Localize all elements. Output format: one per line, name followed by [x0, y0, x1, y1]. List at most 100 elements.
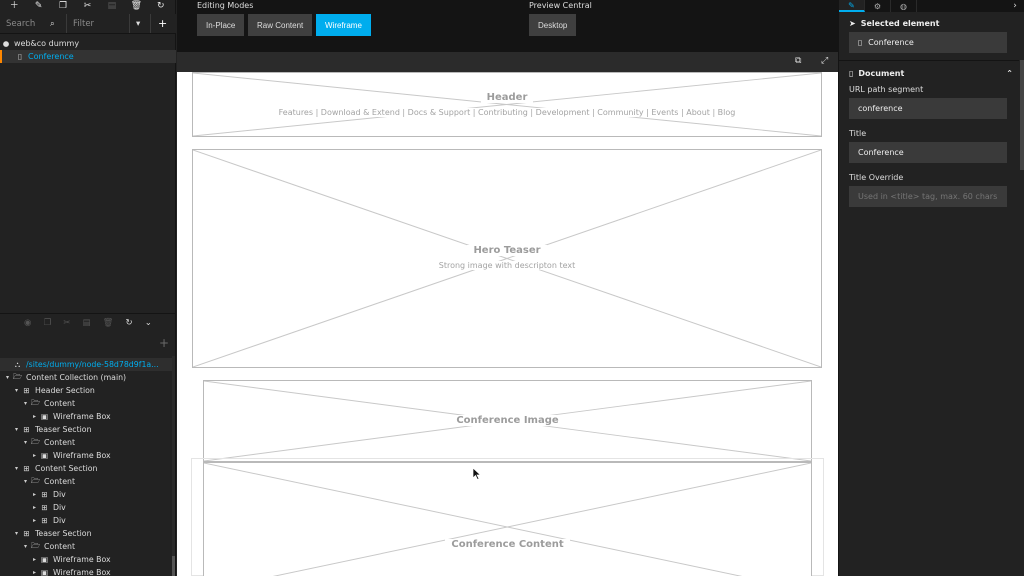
collapse-chevron-icon[interactable]: ⌄: [144, 317, 152, 328]
tree-node[interactable]: ▸⊞Div: [0, 501, 172, 514]
add-node-plus-icon[interactable]: +: [158, 17, 168, 30]
tree-node[interactable]: ▾⊞Teaser Section: [0, 423, 172, 436]
expand-arrow-icon[interactable]: ▸: [32, 569, 36, 576]
mode-inplace-button[interactable]: In-Place: [197, 14, 245, 36]
folder-open-icon: 🗁: [12, 372, 23, 381]
search-filter-row: Search ⌕ Filter ▾ +: [0, 14, 176, 34]
refresh-content-icon[interactable]: ↻: [125, 317, 133, 328]
collapse-arrow-icon[interactable]: ▾: [23, 543, 27, 550]
expand-arrow-icon[interactable]: ▸: [32, 491, 36, 498]
tree-node-label: Wireframe Box: [53, 555, 111, 564]
folder-open-icon: 🗁: [30, 476, 41, 485]
delete-icon[interactable]: 🗑: [130, 0, 143, 11]
tab-edit-pencil-icon[interactable]: ✎: [839, 0, 865, 12]
left-scrollbar[interactable]: [172, 356, 175, 576]
expand-arrow-icon[interactable]: ▸: [32, 517, 36, 524]
collapse-arrow-icon[interactable]: ▾: [23, 439, 27, 446]
copy-icon[interactable]: ❐: [59, 0, 68, 11]
tree-node[interactable]: ▸▣Wireframe Box: [0, 553, 172, 566]
tree-node[interactable]: ▾🗁Content: [0, 397, 172, 410]
paste-icon[interactable]: ▤: [107, 0, 117, 11]
collapse-chevron-up-icon[interactable]: ⌃: [1006, 68, 1013, 78]
selected-element-title: Selected element: [860, 18, 940, 28]
paste-content-icon[interactable]: ▤: [82, 317, 91, 328]
add-content-plus-icon[interactable]: +: [158, 336, 169, 350]
section-icon: ⊞: [23, 425, 30, 434]
title-override-input[interactable]: [849, 186, 1007, 207]
wireframe-hero-teaser[interactable]: Hero Teaser Strong image with descripton…: [192, 149, 822, 368]
mode-raw-content-button[interactable]: Raw Content: [248, 14, 313, 36]
content-structure-tree: ⛬/sites/dummy/node-58d78d9f1a...▾🗁Conten…: [0, 358, 172, 576]
open-external-icon[interactable]: ⧉: [795, 56, 802, 66]
collapse-arrow-icon[interactable]: ▾: [14, 530, 18, 537]
search-input[interactable]: Search: [6, 18, 36, 29]
expand-arrow-icon[interactable]: ▸: [32, 452, 36, 459]
create-node-icon[interactable]: ＋: [9, 0, 19, 11]
delete-content-icon[interactable]: 🗑: [102, 317, 114, 328]
selected-element-value: Conference: [868, 38, 914, 47]
left-panel: ＋ ✎ ❐ ✂ ▤ 🗑 ↻ Search ⌕ Filter ▾ + ● web&…: [0, 0, 176, 576]
cut-icon[interactable]: ✂: [83, 0, 92, 11]
document-icon: ▯: [17, 52, 23, 61]
collapse-inspector-chevron-icon[interactable]: ›: [1013, 1, 1017, 11]
edit-pencil-icon[interactable]: ✎: [34, 0, 43, 11]
tab-globe-icon[interactable]: ◍: [891, 0, 917, 12]
inspector-tabs: ✎ ⚙ ◍ ›: [839, 0, 1024, 12]
preview-desktop-button[interactable]: Desktop: [529, 14, 577, 36]
filter-dropdown-icon[interactable]: ▾: [136, 18, 141, 29]
selected-element-field[interactable]: ▯ Conference: [849, 32, 1007, 53]
node-toolbar: ＋ ✎ ❐ ✂ ▤ 🗑 ↻: [0, 0, 175, 12]
top-bar: Editing Modes In-Place Raw Content Wiref…: [177, 0, 838, 52]
tree-node[interactable]: ▾⊞Content Section: [0, 462, 172, 475]
content-tree-toolbar: ◉ ❐ ✂ ▤ 🗑 ↻ ⌄: [0, 313, 176, 331]
tree-node[interactable]: ▸⊞Div: [0, 488, 172, 501]
expand-arrow-icon[interactable]: ▸: [32, 413, 36, 420]
tree-root-path[interactable]: ⛬/sites/dummy/node-58d78d9f1a...: [0, 358, 172, 371]
document-section-header[interactable]: ▯ Document ⌃: [839, 65, 1019, 81]
tree-node-label: Teaser Section: [35, 529, 92, 538]
collapse-arrow-icon[interactable]: ▾: [14, 465, 18, 472]
tree-node[interactable]: ▸▣Wireframe Box: [0, 410, 172, 423]
tree-node[interactable]: ▾🗁Content: [0, 475, 172, 488]
tree-node[interactable]: ▸▣Wireframe Box: [0, 566, 172, 576]
tab-settings-gear-icon[interactable]: ⚙: [865, 0, 891, 12]
tree-node[interactable]: ▸⊞Div: [0, 514, 172, 527]
tree-page-node[interactable]: ▯ Conference: [0, 50, 176, 63]
tree-node[interactable]: ▾🗁Content Collection (main): [0, 371, 172, 384]
collapse-arrow-icon[interactable]: ▾: [14, 387, 18, 394]
wireframe-conference-image[interactable]: Conference Image: [203, 380, 812, 462]
inspector-panel: ✎ ⚙ ◍ › ➤ Selected element ▯ Conference …: [838, 0, 1024, 576]
url-path-input[interactable]: [849, 98, 1007, 119]
collapse-arrow-icon[interactable]: ▾: [5, 374, 9, 381]
refresh-icon[interactable]: ↻: [156, 0, 165, 11]
tree-node[interactable]: ▸▣Wireframe Box: [0, 449, 172, 462]
wireframe-conference-content[interactable]: Conference Content: [203, 462, 812, 576]
section-icon: ⊞: [23, 386, 30, 395]
expand-arrow-icon[interactable]: ▸: [32, 504, 36, 511]
search-icon[interactable]: ⌕: [50, 18, 55, 29]
collapse-arrow-icon[interactable]: ▾: [23, 400, 27, 407]
tree-node[interactable]: ▾⊞Header Section: [0, 384, 172, 397]
collapse-arrow-icon[interactable]: ▾: [23, 478, 27, 485]
hide-icon[interactable]: ◉: [24, 317, 32, 328]
tree-site-node[interactable]: ● web&co dummy: [0, 37, 176, 50]
inspector-scrollbar[interactable]: [1020, 60, 1024, 170]
collapse-arrow-icon[interactable]: ▾: [14, 426, 18, 433]
header-nav-text: Features | Download & Extend | Docs & Su…: [272, 108, 742, 117]
title-input[interactable]: [849, 142, 1007, 163]
tree-node-label: Div: [53, 503, 66, 512]
expand-arrow-icon[interactable]: ▸: [32, 556, 36, 563]
cut-content-icon[interactable]: ✂: [63, 317, 71, 328]
copy-content-icon[interactable]: ❐: [43, 317, 52, 328]
tree-node[interactable]: ▾🗁Content: [0, 436, 172, 449]
tree-node[interactable]: ▾🗁Content: [0, 540, 172, 553]
filter-input[interactable]: Filter: [73, 18, 95, 29]
document-tree: ● web&co dummy ▯ Conference: [0, 37, 176, 63]
folder-open-icon: 🗁: [30, 437, 41, 446]
fullscreen-expand-icon[interactable]: ⤢: [821, 56, 829, 66]
conference-content-title: Conference Content: [445, 539, 570, 550]
mode-wireframe-button[interactable]: Wireframe: [316, 14, 371, 36]
wireframe-header[interactable]: Header Features | Download & Extend | Do…: [192, 72, 822, 137]
tree-node[interactable]: ▾⊞Teaser Section: [0, 527, 172, 540]
tree-node-label: Content Section: [35, 464, 98, 473]
